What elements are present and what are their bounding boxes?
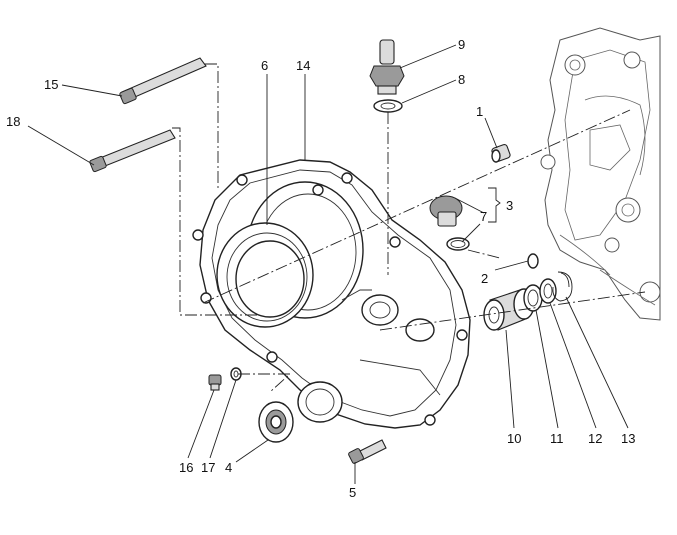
callout-18: 18: [6, 114, 20, 129]
callout-8: 8: [458, 72, 465, 87]
callout-15: 15: [44, 77, 58, 92]
callout-3: 3: [506, 198, 513, 213]
washer-11: [523, 284, 543, 312]
seal-4: [258, 401, 294, 443]
callout-1: 1: [476, 104, 483, 119]
washer-12: [539, 278, 557, 304]
callout-13: 13: [621, 431, 635, 446]
bolt-18: [89, 129, 176, 173]
bushing-10: [483, 288, 535, 331]
assembly-lines: [172, 63, 646, 393]
callout-2: 2: [481, 271, 488, 286]
sensor-9: [369, 39, 405, 95]
engine-crankcase: [540, 27, 661, 321]
callout-7: 7: [480, 209, 487, 224]
callout-5: 5: [349, 485, 356, 500]
circlip-13: [552, 271, 573, 302]
callout-16: 16: [179, 460, 193, 475]
dowel-1: [491, 143, 511, 163]
leader-lines: [27, 44, 629, 484]
callout-11: 11: [550, 431, 564, 446]
washer-8: [373, 99, 403, 113]
filler-cap-3: [429, 195, 463, 227]
o-ring-2: [527, 253, 539, 269]
callout-labels: 1 2 3 4 5 6 7 8 9 10 11 12 13 14 15 16 1…: [6, 37, 635, 500]
callout-10: 10: [507, 431, 521, 446]
screw-5: [348, 439, 387, 464]
callout-6: 6: [261, 58, 268, 73]
callout-12: 12: [588, 431, 602, 446]
screw-16: [208, 374, 222, 391]
callout-14: 14: [296, 58, 310, 73]
callout-4: 4: [225, 460, 232, 475]
o-ring-7: [446, 237, 470, 251]
callout-17: 17: [201, 460, 215, 475]
bolt-15: [119, 57, 207, 105]
callout-9: 9: [458, 37, 465, 52]
